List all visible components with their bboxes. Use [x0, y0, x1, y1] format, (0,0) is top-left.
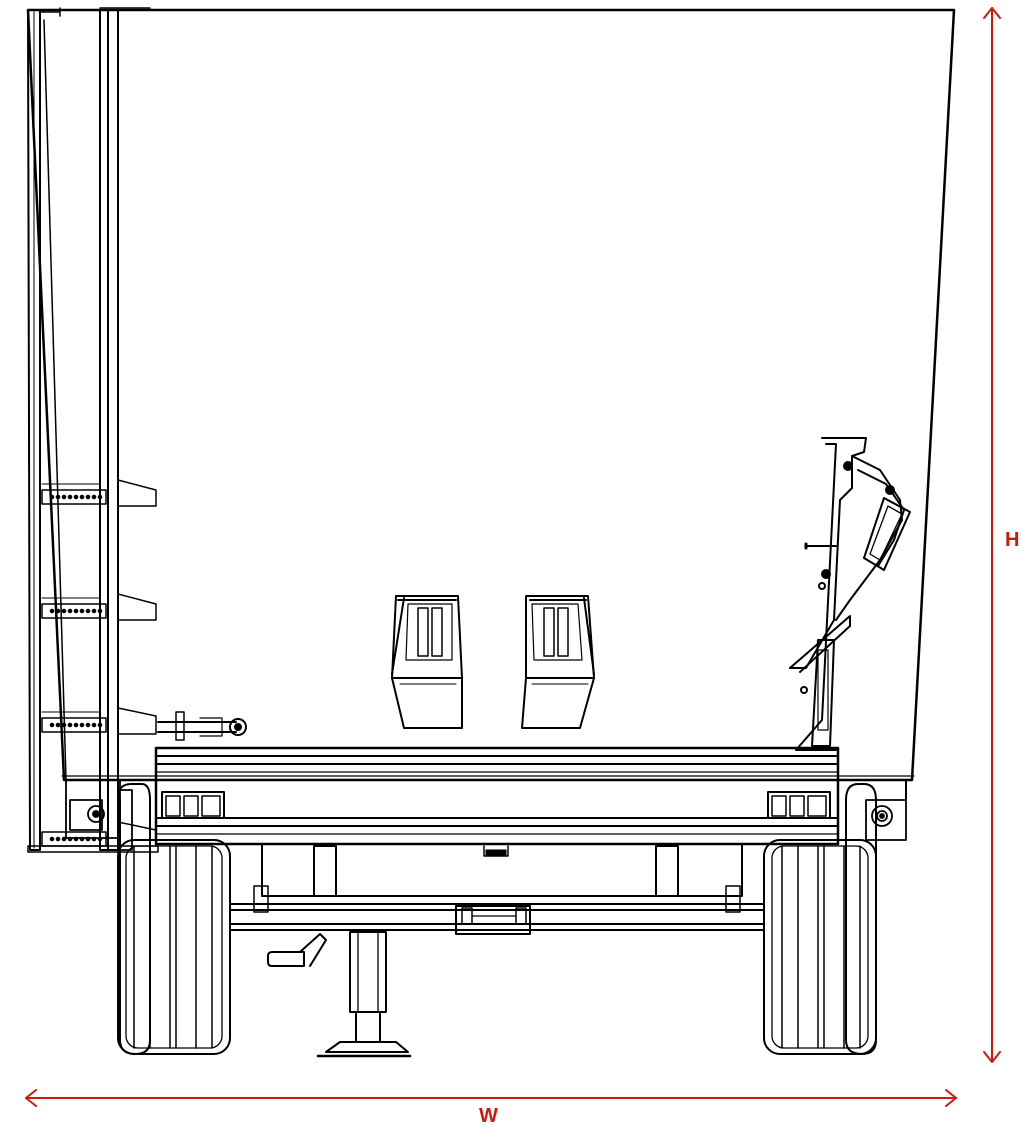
tail-light-left: [161, 791, 225, 819]
width-label: W: [479, 1105, 498, 1127]
rung-hole: [97, 722, 103, 728]
rung-hole: [55, 494, 61, 500]
rung-hole: [85, 722, 91, 728]
rear-bumper: [154, 746, 840, 846]
rung-hole: [85, 494, 91, 500]
wheel-right: [763, 783, 877, 1055]
jack-stand: [267, 931, 412, 1058]
rung-hole: [61, 722, 67, 728]
right-door-hinge-mechanism: [789, 437, 911, 751]
rung-hole: [97, 494, 103, 500]
axle-frame: [229, 843, 765, 935]
rung-hole: [73, 494, 79, 500]
rear-spreader-paddle-left: [391, 595, 463, 729]
rung-hole: [73, 722, 79, 728]
height-label: H: [1005, 529, 1020, 551]
rung-hole: [79, 608, 85, 614]
rung-hole: [61, 494, 67, 500]
rung-hole: [49, 722, 55, 728]
rung-hole: [85, 608, 91, 614]
rung-hole: [61, 608, 67, 614]
rung-hole: [61, 836, 67, 842]
ladder-rung-1: [41, 479, 157, 507]
rung-hole: [91, 608, 97, 614]
right-hub: [865, 799, 907, 841]
tail-light-right: [767, 791, 831, 819]
rung-hole: [97, 608, 103, 614]
rung-hole: [55, 722, 61, 728]
height-dimension-arrow: [983, 7, 1001, 1063]
rung-hole: [79, 494, 85, 500]
rung-hole: [79, 722, 85, 728]
width-dimension-arrow: [25, 1089, 957, 1107]
rung-hole: [67, 494, 73, 500]
ladder-rung-3: [41, 707, 157, 735]
rung-hole: [49, 608, 55, 614]
rung-hole: [67, 608, 73, 614]
rung-hole: [49, 494, 55, 500]
rung-hole: [73, 608, 79, 614]
rung-hole: [49, 836, 55, 842]
tailgate-latch: [157, 711, 247, 741]
rear-spreader-paddle-right: [521, 595, 595, 729]
ladder-rung-2: [41, 593, 157, 621]
left-hub: [65, 779, 133, 851]
rung-hole: [55, 836, 61, 842]
wheel-left: [117, 783, 231, 1055]
container-body: [26, 8, 956, 801]
rung-hole: [91, 722, 97, 728]
rung-hole: [91, 494, 97, 500]
rung-hole: [55, 608, 61, 614]
rung-hole: [67, 722, 73, 728]
